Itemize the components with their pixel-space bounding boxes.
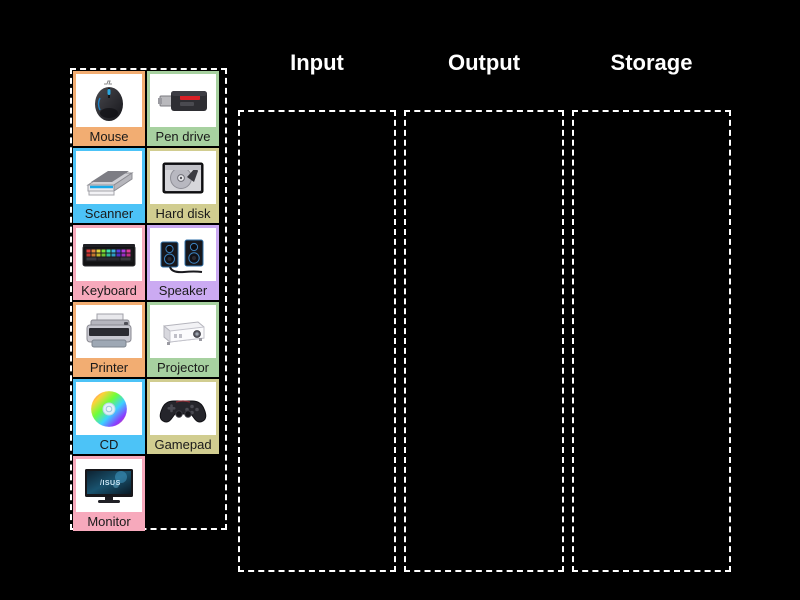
tile-label: Monitor bbox=[87, 514, 131, 529]
draggable-tile-mouse[interactable]: Mouse bbox=[73, 71, 145, 146]
tile-label: Pen drive bbox=[155, 129, 211, 144]
draggable-tile-keyboard[interactable]: Keyboard bbox=[73, 225, 145, 300]
cd-icon bbox=[76, 382, 142, 435]
category-title-storage: Storage bbox=[610, 50, 693, 75]
dropzone-input[interactable] bbox=[238, 110, 396, 572]
monitor-icon: /ISUS bbox=[76, 459, 142, 512]
tile-label: Mouse bbox=[89, 129, 129, 144]
dropzone-output[interactable] bbox=[404, 110, 564, 572]
tile-label: CD bbox=[99, 437, 119, 452]
draggable-tile-gamepad[interactable]: Gamepad bbox=[147, 379, 219, 454]
draggable-tile-pen-drive[interactable]: Pen drive bbox=[147, 71, 219, 146]
draggable-tile-scanner[interactable]: Scanner bbox=[73, 148, 145, 223]
tile-label: Gamepad bbox=[154, 437, 212, 452]
speaker-icon bbox=[150, 228, 216, 281]
draggable-tile-speaker[interactable]: Speaker bbox=[147, 225, 219, 300]
category-title-input: Input bbox=[290, 50, 344, 75]
category-title-output: Output bbox=[447, 50, 521, 75]
dropzone-storage[interactable] bbox=[572, 110, 731, 572]
projector-icon bbox=[150, 305, 216, 358]
keyboard-icon bbox=[76, 228, 142, 281]
svg-text:/ISUS: /ISUS bbox=[100, 480, 121, 487]
tile-label: Keyboard bbox=[81, 283, 137, 298]
draggable-tile-hard-disk[interactable]: Hard disk bbox=[147, 148, 219, 223]
pen-drive-icon bbox=[150, 74, 216, 127]
draggable-tile-printer[interactable]: Printer bbox=[73, 302, 145, 377]
draggable-tile-monitor[interactable]: /ISUS Monitor bbox=[73, 456, 145, 531]
gamepad-icon bbox=[150, 382, 216, 435]
tile-label: Scanner bbox=[84, 206, 134, 221]
scanner-icon bbox=[76, 151, 142, 204]
tile-label: Hard disk bbox=[155, 206, 211, 221]
draggable-tile-cd[interactable]: CD bbox=[73, 379, 145, 454]
printer-icon bbox=[76, 305, 142, 358]
mouse-icon bbox=[76, 74, 142, 127]
tile-label: Printer bbox=[89, 360, 129, 375]
hard-disk-icon bbox=[150, 151, 216, 204]
draggable-tile-projector[interactable]: Projector bbox=[147, 302, 219, 377]
tile-label: Projector bbox=[156, 360, 210, 375]
tile-label: Speaker bbox=[158, 283, 208, 298]
